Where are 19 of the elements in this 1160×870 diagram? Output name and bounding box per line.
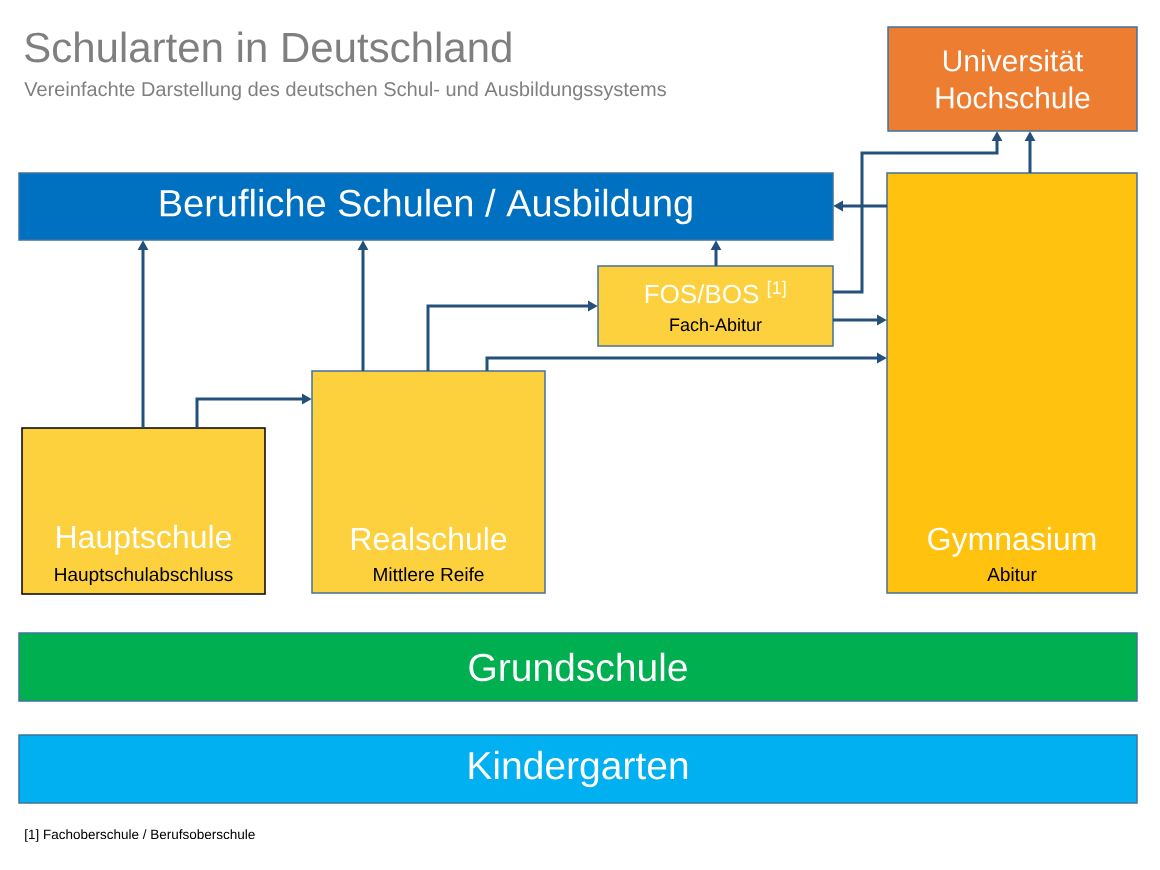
university-box: Universität Hochschule <box>887 26 1138 132</box>
qualification-text: Hauptschulabschluss <box>55 567 233 585</box>
qualification-text: Fach-Abitur <box>670 317 762 332</box>
subtitle: Vereinfachte Darstellung des deutschen Schul- und Ausbildungssystems <box>24 81 666 101</box>
school-box <box>21 427 266 595</box>
school-box <box>311 370 546 594</box>
qualification-text: Abitur <box>987 567 1037 582</box>
school-name: Gymnasium <box>928 526 1096 557</box>
school-band: Berufliche Schulen / Ausbildung <box>18 172 834 241</box>
school-box <box>597 265 834 347</box>
title: Schularten in Deutschland <box>25 31 511 63</box>
school-name: Hauptschule <box>57 524 231 555</box>
school-box <box>886 172 1138 594</box>
school-band: Grundschule <box>18 632 1138 702</box>
qualification-text: Mittlere Reife <box>374 567 484 582</box>
school-name: FOS/BOS $^{[1]}$ <box>645 280 786 304</box>
school-band: Kindergarten <box>18 734 1138 804</box>
footnote: [1] Fachoberschule / Berufsoberschule <box>25 829 255 842</box>
school-name: Realschule <box>351 526 507 551</box>
